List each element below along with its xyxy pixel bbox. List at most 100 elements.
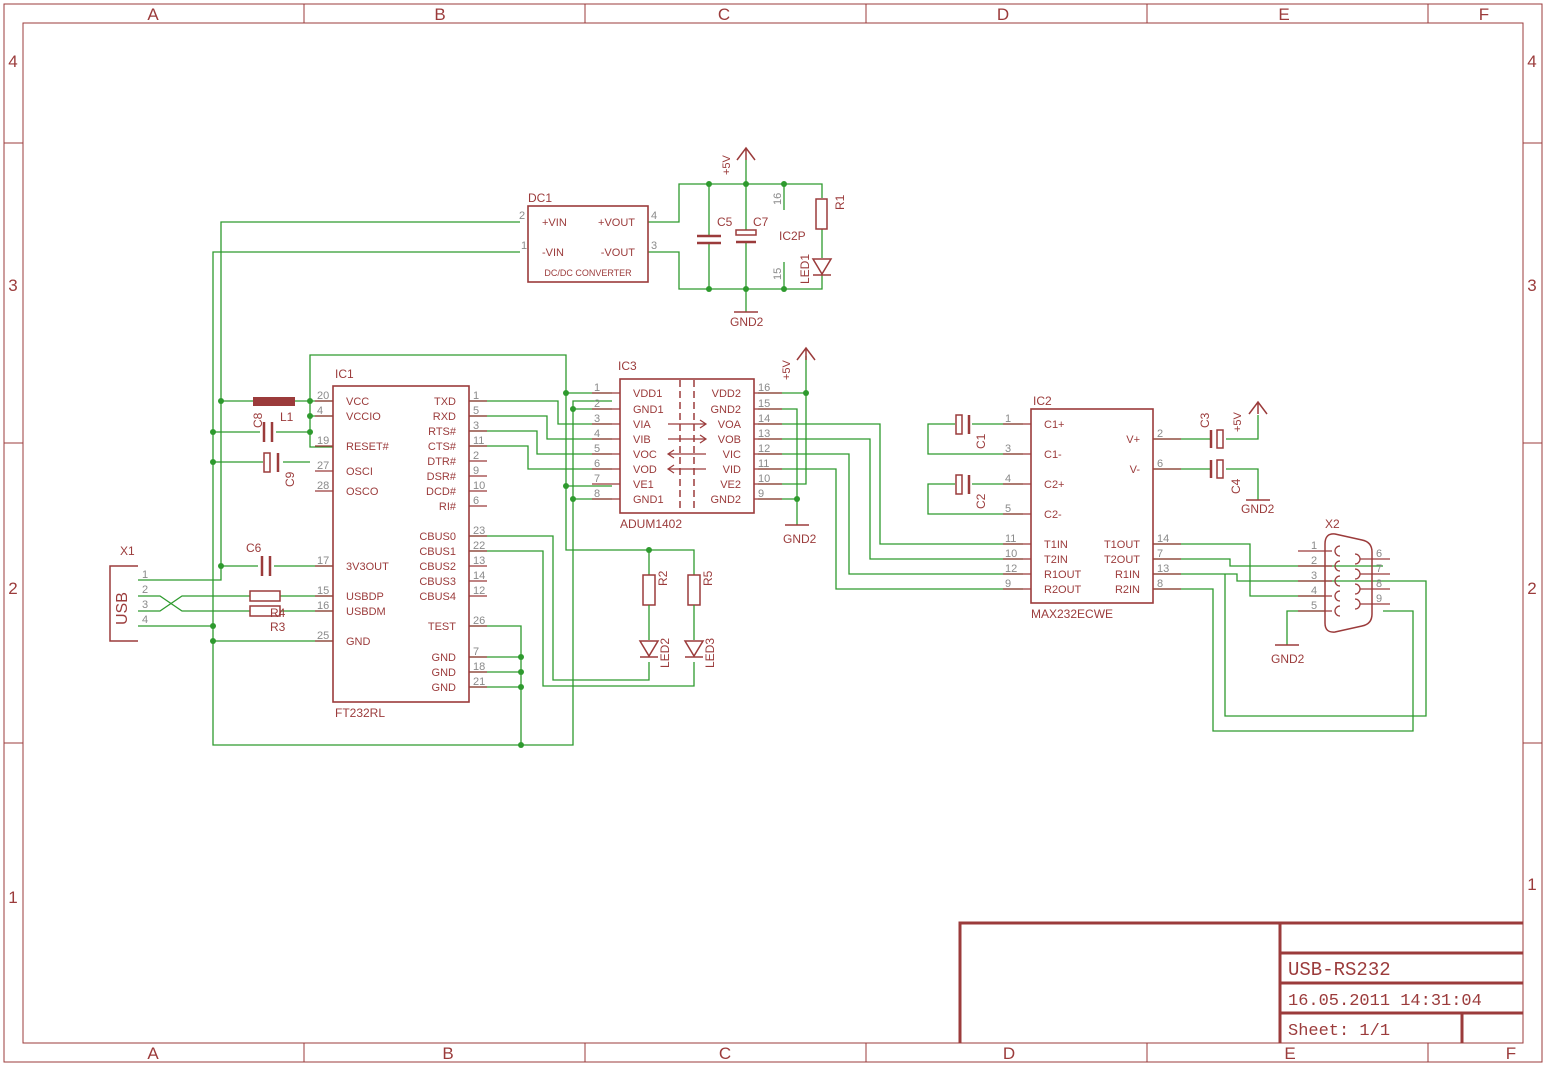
sheet-number: Sheet: 1/1 [1288,1022,1390,1041]
ic2-pin-name: C2- [1044,509,1062,521]
x2-pin-socket [1334,560,1341,572]
ic1-pin-name: CBUS2 [419,561,456,573]
ic1-pin-number: 5 [473,405,479,417]
ic2-pin-number: 1 [1005,413,1011,425]
p5v-label-ic3: +5V [781,359,793,380]
ic2-max232: IC2 MAX232ECWE C1+1C1-3C2+4C2-5T1IN11T2I… [1003,394,1181,621]
dc1-converter: DC1 +VIN -VIN +VOUT -VOUT DC/DC CONVERTE… [519,191,657,283]
ic1-pin-name: OSCO [346,486,379,498]
gnd2-label-x2: GND2 [1271,652,1305,666]
ic1-pin-number: 26 [473,615,485,627]
ic3-value: ADUM1402 [620,517,682,531]
x2-pin-socket [1334,545,1341,557]
ic2p-vcc-pin: 16 [772,193,784,205]
ic1-pin-name: GND [432,682,457,694]
x2-pin-number: 2 [1311,555,1317,567]
row-label-1-right: 1 [1527,875,1536,894]
ic3-pin-number: 10 [758,473,770,485]
ic3-pin-number: 7 [594,473,600,485]
junctions [210,181,809,748]
r5-label: R5 [701,570,715,586]
x2-pin-socket [1354,568,1361,580]
c6-label: C6 [246,541,262,555]
ic2-left-pins: C1+1C1-3C2+4C2-5T1IN11T2IN10R1OUT12R2OUT… [1003,413,1082,596]
x2-pin-number: 5 [1311,600,1317,612]
ic1-pin-number: 12 [473,585,485,597]
ic2-pin-name: C2+ [1044,479,1065,491]
x2-pin-socket [1334,605,1341,617]
ic1-pin-number: 21 [473,676,485,688]
power-filter-group: C5 C7 IC2P 16 15 R1 LED1 [697,193,847,284]
ic3-pin-name: VOC [633,449,657,461]
ic1-pin-name: DTR# [427,456,457,468]
led1-label: LED1 [798,254,812,284]
x1-name: X1 [120,544,135,558]
ic2-pin-name: T2IN [1044,554,1068,566]
gnd2-label-ic2: GND2 [1241,502,1275,516]
ic2-pin-number: 14 [1157,533,1169,545]
col-label-c-bottom: C [719,1044,731,1063]
x2-pin-number: 4 [1311,585,1317,597]
col-label-f-top: F [1479,5,1489,24]
dc1-pinnum-2: 2 [519,210,525,222]
ic1-pin-number: 9 [473,465,479,477]
ic3-pin-number: 2 [594,398,600,410]
ic2-pin-name: R1IN [1115,569,1140,581]
ic1-pin-name: 3V3OUT [346,561,389,573]
ic2-capacitors: C1 C2 C3 C4 [955,412,1243,509]
col-label-b-top: B [434,5,445,24]
col-label-d-top: D [997,5,1009,24]
x2-pin-number: 6 [1376,548,1382,560]
row-label-2-left: 2 [8,579,17,598]
ic3-pin-number: 3 [594,413,600,425]
ic3-pin-name: VIB [633,434,651,446]
ic1-pin-name: RTS# [428,426,457,438]
ic2-pin-number: 12 [1005,563,1017,575]
ic2-pin-name: V- [1130,464,1141,476]
x2-pin-number: 3 [1311,570,1317,582]
r1-label: R1 [833,194,847,210]
l1-inductor [253,397,295,406]
col-label-a-bottom: A [147,1044,159,1063]
c4-label: C4 [1229,478,1243,494]
ic2-pin-number: 8 [1157,578,1163,590]
ic1-pin-number: 23 [473,525,485,537]
ic1-pin-name: VCC [346,396,369,408]
status-leds: R2 R5 LED2 LED3 [638,570,717,668]
ic1-pin-name: USBDP [346,591,384,603]
ic1-pin-number: 10 [473,480,485,492]
col-label-c-top: C [718,5,730,24]
x2-pin-number: 7 [1376,563,1382,575]
ic1-pin-number: 15 [317,585,329,597]
dc1-pin-vin-minus: -VIN [542,247,564,259]
ic1-pin-number: 17 [317,555,329,567]
ic1-pin-name: CBUS3 [419,576,456,588]
ic3-pin-name: VOD [633,464,657,476]
r2-label: R2 [656,570,670,586]
datetime-text: 16.05.2011 14:31:04 [1288,992,1482,1011]
x1-pin2: 2 [142,584,148,596]
row-label-1-left: 1 [8,888,17,907]
ic3-pin-number: 8 [594,488,600,500]
ic1-pin-name: CBUS1 [419,546,456,558]
ic1-pin-number: 11 [473,435,484,447]
ic1-pin-number: 22 [473,540,485,552]
x2-name: X2 [1325,517,1340,531]
ic3-pin-name: VE1 [633,479,654,491]
ic3-pin-number: 6 [594,458,600,470]
ic2-pin-name: T1IN [1044,539,1068,551]
ic1-pin-number: 13 [473,555,485,567]
ic3-pin-name: GND2 [710,404,741,416]
ic1-pin-name: GND [346,636,371,648]
led3-label: LED3 [703,638,717,668]
l1-label: L1 [280,410,294,424]
dc1-function: DC/DC CONVERTER [544,268,632,278]
ic1-pin-name: VCCIO [346,411,381,423]
ic1-pin-name: TEST [428,621,456,633]
ic3-pin-name: VOB [718,434,741,446]
ic1-pin-name: USBDM [346,606,386,618]
x2-pin-number: 1 [1311,540,1317,552]
ic2-pin-number: 7 [1157,548,1163,560]
